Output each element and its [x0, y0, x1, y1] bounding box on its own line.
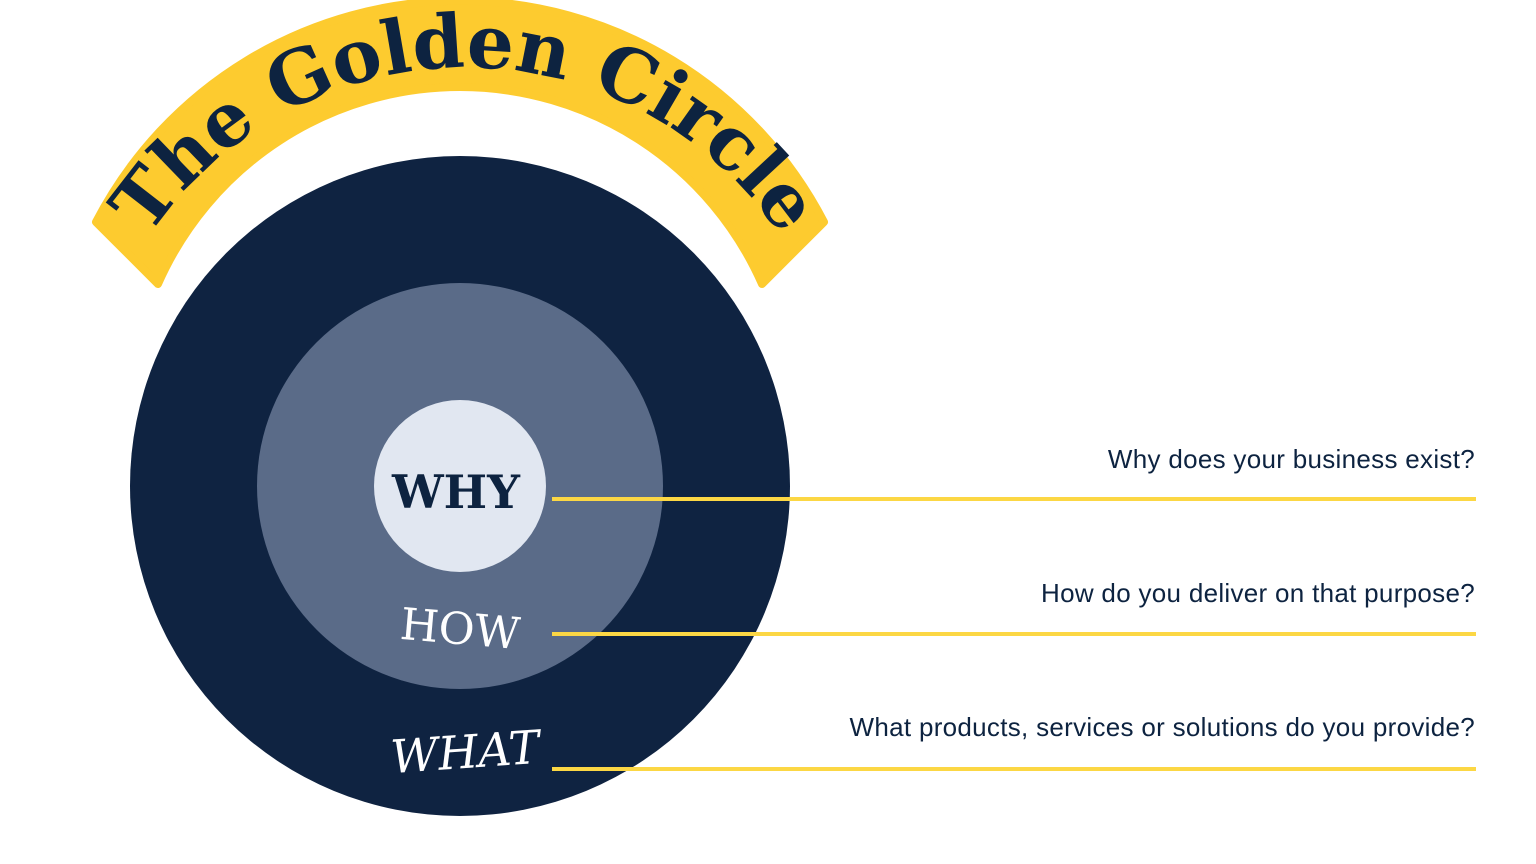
why-question: Why does your business exist?: [1107, 444, 1475, 474]
how-label: HOW: [398, 599, 522, 660]
why-circle: [374, 400, 546, 572]
how-question: How do you deliver on that purpose?: [1041, 578, 1475, 608]
title-banner: [92, 0, 828, 288]
why-label: WHY: [391, 465, 521, 519]
what-question: What products, services or solutions do …: [849, 712, 1475, 742]
what-label: WHAT: [389, 720, 544, 784]
